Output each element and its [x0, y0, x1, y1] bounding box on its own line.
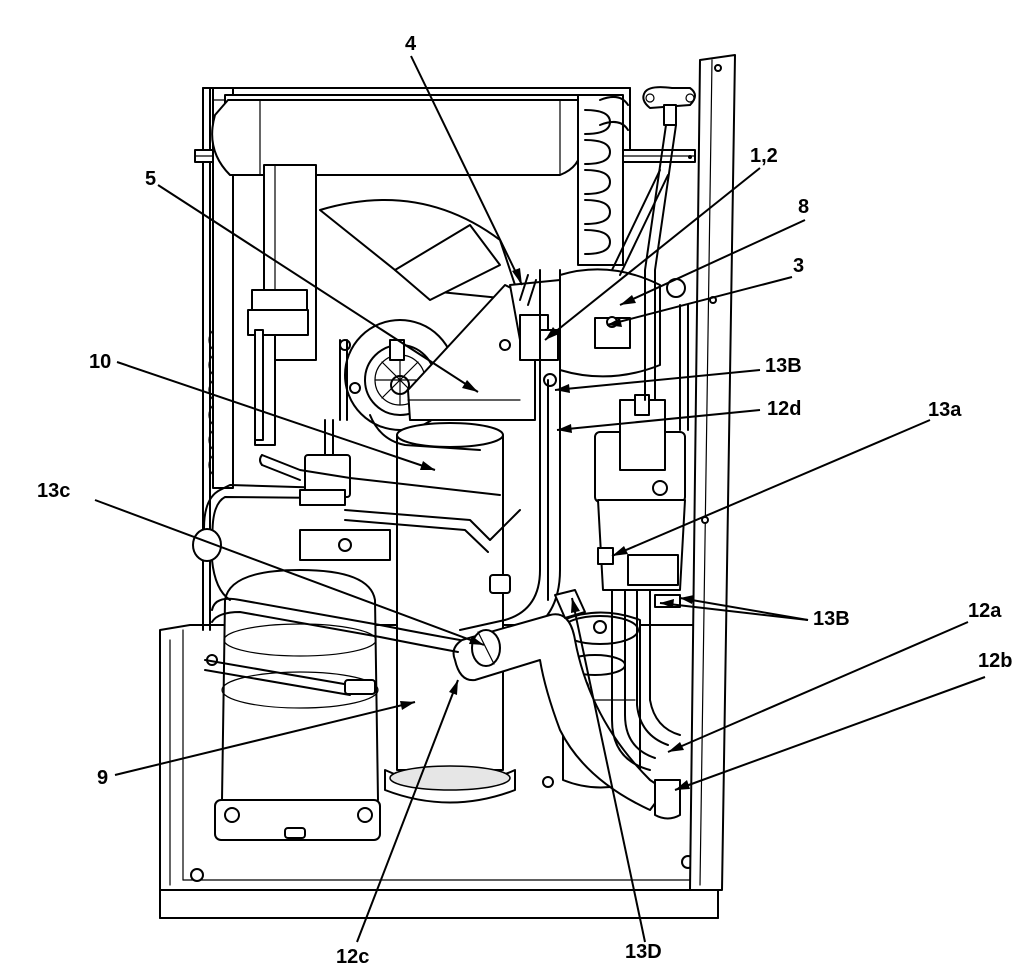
leader-13B-bottom-a [659, 602, 809, 621]
label-13c: 13c [37, 480, 70, 502]
left-compressor [206, 569, 381, 841]
leader-13c [94, 499, 485, 646]
leader-4 [410, 55, 523, 286]
leader-12b [674, 676, 986, 791]
leader-12d [556, 409, 761, 431]
label-13a: 13a [928, 399, 962, 421]
leader-1-2 [544, 167, 761, 341]
electrical-box [247, 289, 309, 446]
label-10: 10 [89, 351, 111, 373]
label-12d: 12d [767, 398, 801, 420]
label-3: 3 [793, 255, 804, 277]
right-side-panel [689, 54, 736, 891]
label-13B-top: 13B [765, 355, 802, 377]
leader-3 [606, 276, 793, 326]
leader-13D [571, 597, 646, 943]
label-13B-bottom: 13B [813, 608, 850, 630]
label-13D: 13D [625, 941, 662, 963]
label-12a: 12a [968, 600, 1002, 622]
leader-8 [619, 219, 806, 306]
leader-lines [94, 55, 986, 943]
leader-10 [116, 361, 436, 471]
leader-13B-top [554, 369, 761, 391]
leader-9 [114, 701, 416, 776]
label-12c: 12c [336, 946, 369, 968]
label-5: 5 [145, 168, 156, 190]
service-valve [642, 86, 696, 298]
leader-12c [356, 679, 459, 943]
label-8: 8 [798, 196, 809, 218]
top-receiver-tank [211, 94, 601, 176]
leader-13B-bottom-b [679, 597, 809, 621]
control-box [594, 394, 686, 591]
fan-blade [319, 199, 521, 301]
leader-12a [667, 621, 969, 753]
label-4: 4 [405, 33, 417, 55]
compressor [384, 422, 516, 804]
leader-5 [157, 184, 479, 393]
label-12b: 12b [978, 650, 1012, 672]
leader-13a [611, 419, 931, 557]
label-1-2: 1,2 [750, 145, 778, 167]
refrigerant-tubing [192, 124, 689, 820]
label-9: 9 [97, 767, 108, 789]
evaporator-coil [577, 94, 629, 266]
callout-labels: 4 1,2 5 8 3 10 13B 12d 13a 13c 13B 12a 1… [37, 33, 1012, 968]
